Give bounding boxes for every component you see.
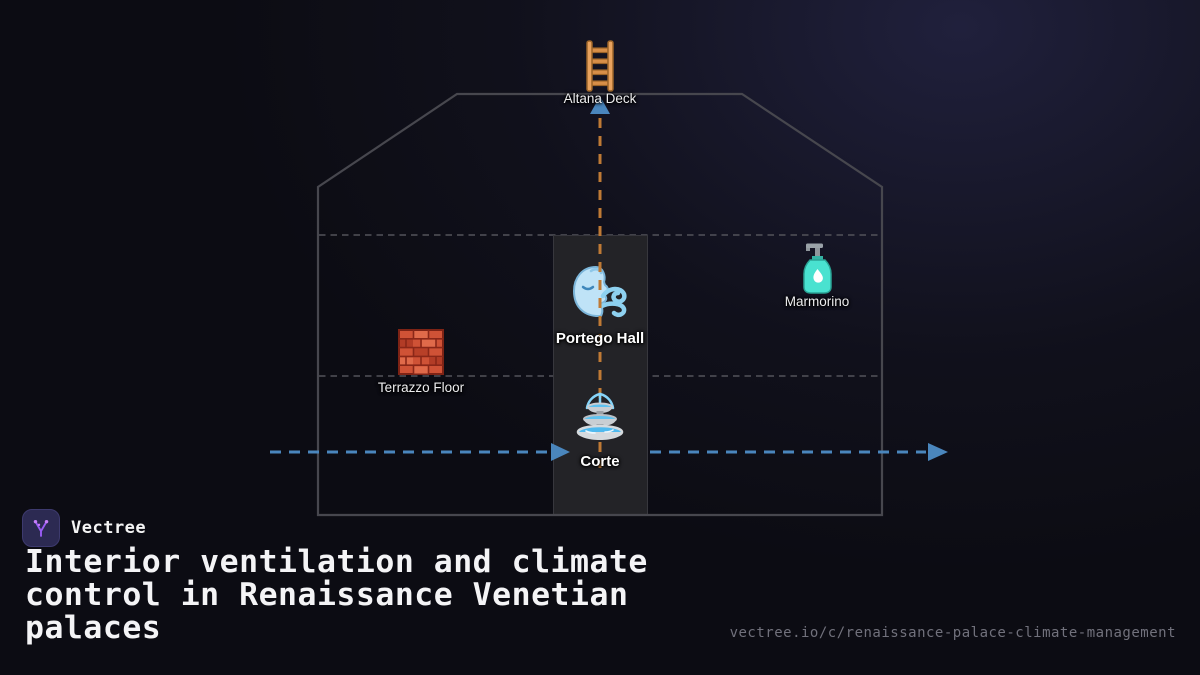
vectree-logo-icon (22, 509, 60, 547)
brick-wall-icon (398, 329, 444, 375)
up-arrowhead (590, 96, 610, 114)
terrazzo-floor-label: Terrazzo Floor (377, 380, 465, 395)
right-arrowhead-mid (551, 443, 570, 461)
portego-hall-label: Portego Hall (555, 330, 645, 347)
page-title: Interior ventilation and climate control… (25, 544, 648, 646)
footer-url: vectree.io/c/renaissance-palace-climate-… (729, 625, 1176, 641)
right-arrowhead-end (928, 443, 948, 461)
ladder-icon (582, 40, 618, 92)
brand-row: Vectree (22, 509, 146, 547)
palace-outline (316, 92, 884, 517)
corte-label: Corte (580, 453, 620, 470)
fountain-icon (572, 390, 628, 442)
brand-name: Vectree (71, 518, 147, 538)
lotion-bottle-icon (797, 242, 837, 294)
altana-deck-label: Altana Deck (563, 91, 637, 106)
marmorino-label: Marmorino (784, 294, 850, 309)
